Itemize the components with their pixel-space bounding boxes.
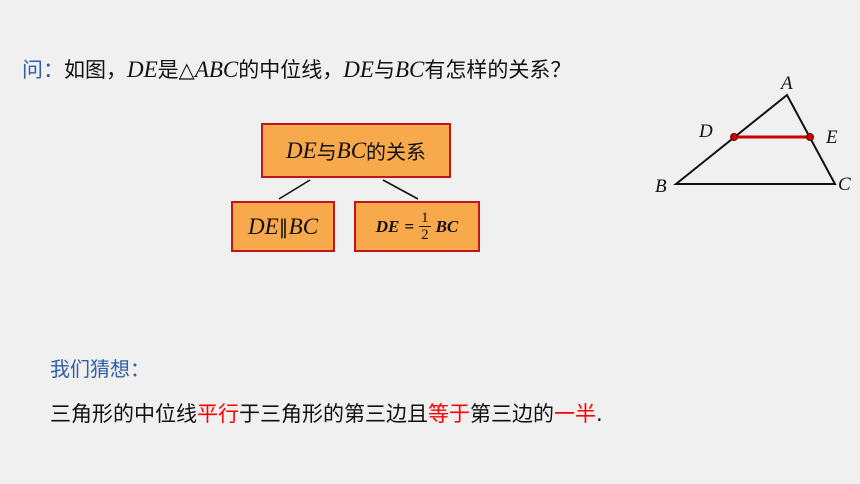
half-length-box: DE = 1 2 BC bbox=[354, 201, 480, 252]
math-de: DE bbox=[375, 216, 400, 236]
fraction-denominator: 2 bbox=[421, 227, 429, 243]
math-bc: BC bbox=[336, 137, 367, 163]
label-b: B bbox=[655, 176, 667, 197]
question-lead: 问： bbox=[22, 58, 64, 82]
question-part: 的中位线， bbox=[238, 58, 344, 82]
parallel-box: DE ∥ BC bbox=[231, 201, 335, 252]
math-de: DE bbox=[247, 213, 279, 239]
label-e: E bbox=[825, 127, 838, 148]
triangle-figure: A B C D E bbox=[655, 73, 851, 197]
guess-heading: 我们猜想： bbox=[50, 357, 150, 381]
math-bc: BC bbox=[288, 213, 319, 239]
math-bc: BC bbox=[394, 57, 425, 82]
fraction-numerator: 1 bbox=[419, 210, 431, 227]
question-part: 如图， bbox=[64, 58, 127, 82]
math-de: DE bbox=[127, 57, 158, 82]
conclusion-part: 三角形的中位线 bbox=[50, 402, 197, 426]
half-equation: DE = 1 2 BC bbox=[376, 210, 459, 243]
math-abc: ABC bbox=[194, 57, 239, 82]
conclusion-part: . bbox=[596, 402, 603, 426]
highlight-equal: 等于 bbox=[428, 402, 470, 426]
conclusion-text: 三角形的中位线平行于三角形的第三边且等于第三边的一半. bbox=[50, 398, 603, 428]
box-text: 与 bbox=[316, 140, 337, 164]
connector-left bbox=[278, 179, 311, 200]
point-e bbox=[806, 133, 814, 141]
highlight-half: 一半 bbox=[554, 402, 596, 426]
question-part: 与 bbox=[373, 58, 395, 82]
point-d bbox=[730, 133, 738, 141]
label-a: A bbox=[779, 73, 793, 94]
parallel-symbol: ∥ bbox=[278, 214, 289, 239]
math-de: DE bbox=[285, 137, 317, 163]
conclusion-part: 第三边的 bbox=[470, 402, 554, 426]
connector-right bbox=[382, 179, 419, 200]
box-text: 的关系 bbox=[366, 140, 427, 164]
question-part: 是△ bbox=[157, 58, 195, 82]
label-d: D bbox=[698, 121, 713, 142]
math-de: DE bbox=[343, 57, 374, 82]
fraction-half: 1 2 bbox=[419, 210, 431, 243]
conclusion-part: 于三角形的第三边且 bbox=[239, 402, 428, 426]
highlight-parallel: 平行 bbox=[197, 402, 239, 426]
question-text: 问：如图，DE是△ABC的中位线，DE与BC有怎样的关系？ bbox=[22, 55, 571, 85]
equals-sign: = bbox=[404, 216, 415, 236]
label-c: C bbox=[838, 174, 851, 195]
question-part: 有怎样的关系？ bbox=[424, 58, 572, 82]
math-bc: BC bbox=[435, 216, 459, 236]
